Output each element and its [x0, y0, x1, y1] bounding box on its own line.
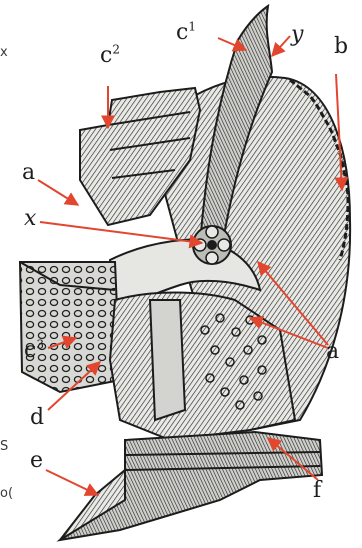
edge-fragment-top: x: [0, 46, 8, 59]
label-c3: c3: [24, 340, 44, 362]
gorget: [60, 432, 322, 540]
pivot-rosette: [193, 226, 231, 264]
arrow-a-top: [38, 180, 78, 205]
label-a-right: a: [326, 341, 339, 363]
central-strip: [150, 300, 185, 420]
face-plate-c3: [20, 262, 120, 392]
label-y: y: [291, 24, 303, 46]
label-e: e: [30, 450, 43, 472]
label-x: x: [24, 208, 36, 230]
label-a-top: a: [22, 162, 35, 184]
arrow-e: [46, 470, 98, 495]
label-c1: c1: [176, 22, 196, 44]
arrow-y: [272, 36, 290, 56]
label-d: d: [30, 407, 44, 429]
label-c2: c2: [100, 45, 120, 67]
edge-fragment-mid: S: [0, 440, 8, 453]
label-f: f: [313, 480, 321, 502]
edge-fragment-bottom: o(: [0, 487, 13, 500]
label-b: b: [334, 36, 348, 58]
